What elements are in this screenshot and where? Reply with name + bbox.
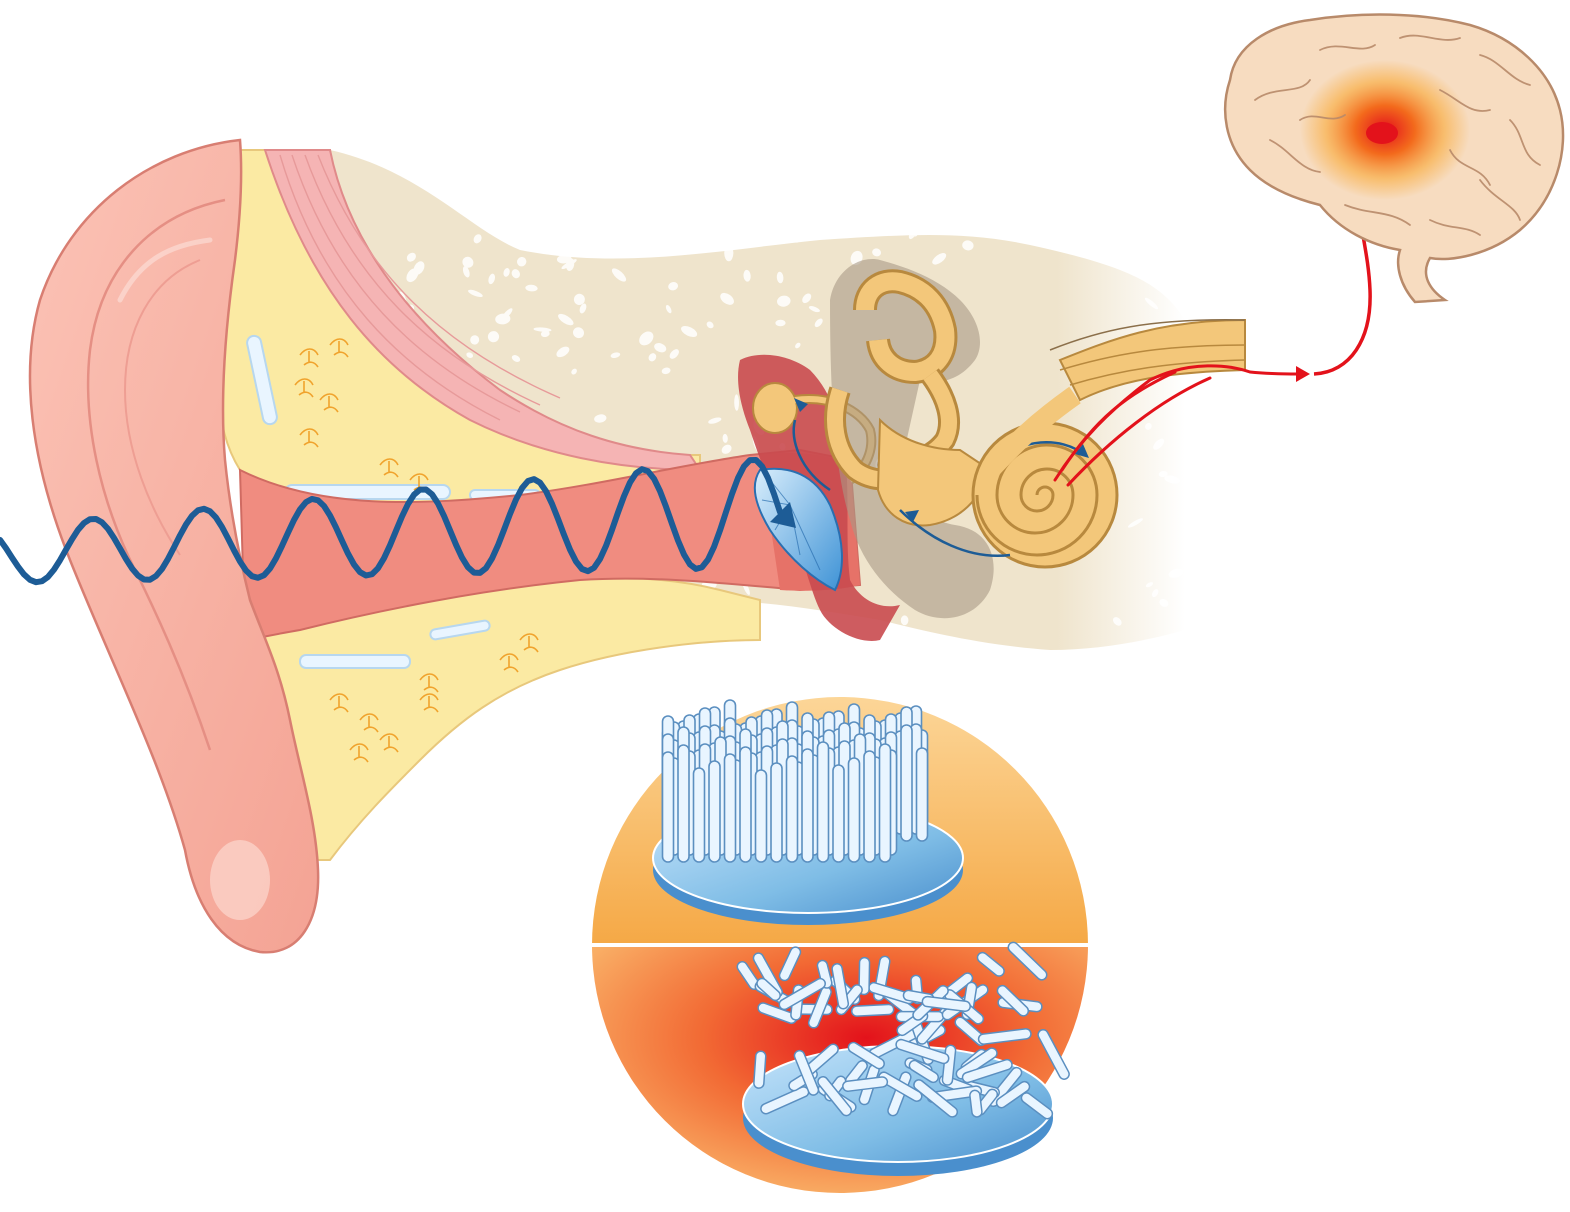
healthy-hair-cells [652, 699, 964, 925]
auditory-nerve [982, 160, 1372, 487]
hair-cells-inset [592, 697, 1088, 1193]
sound-wave [0, 457, 796, 586]
inner-ear [824, 259, 994, 619]
damaged-hair-cells [736, 941, 1070, 1176]
brain [1224, 13, 1565, 304]
